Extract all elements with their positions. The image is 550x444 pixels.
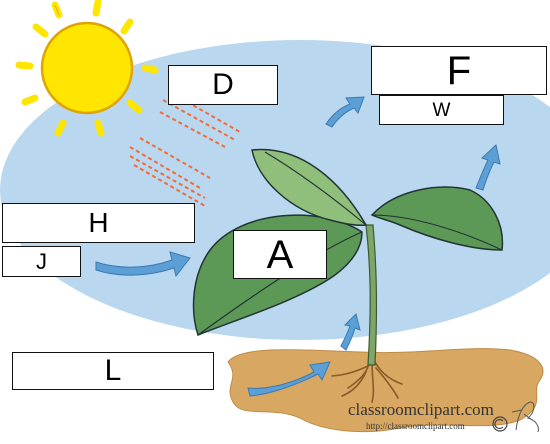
credit-url: http://classroomclipart.com <box>366 421 465 431</box>
arrow-icon <box>95 96 501 397</box>
soil-icon <box>227 348 544 433</box>
copyright-icon <box>492 416 508 432</box>
label-f: F <box>371 46 547 95</box>
label-h-text: H <box>88 207 109 238</box>
sun-icon <box>15 0 159 137</box>
label-a: A <box>233 230 327 279</box>
label-h: H <box>2 203 195 243</box>
label-l-text: L <box>104 354 122 387</box>
label-a-text: A <box>266 232 294 277</box>
label-d: D <box>168 65 278 105</box>
credit-name: classroomclipart.com <box>348 400 494 419</box>
label-w: W <box>379 95 504 125</box>
label-f-text: F <box>446 48 472 93</box>
label-l: L <box>12 352 214 390</box>
stem <box>365 224 378 366</box>
label-j-text: J <box>36 248 47 274</box>
label-w-text: W <box>432 99 451 121</box>
signature-icon <box>511 401 539 433</box>
label-j: J <box>2 246 81 277</box>
sunlight-rays-icon <box>129 94 241 207</box>
label-d-text: D <box>212 68 234 101</box>
